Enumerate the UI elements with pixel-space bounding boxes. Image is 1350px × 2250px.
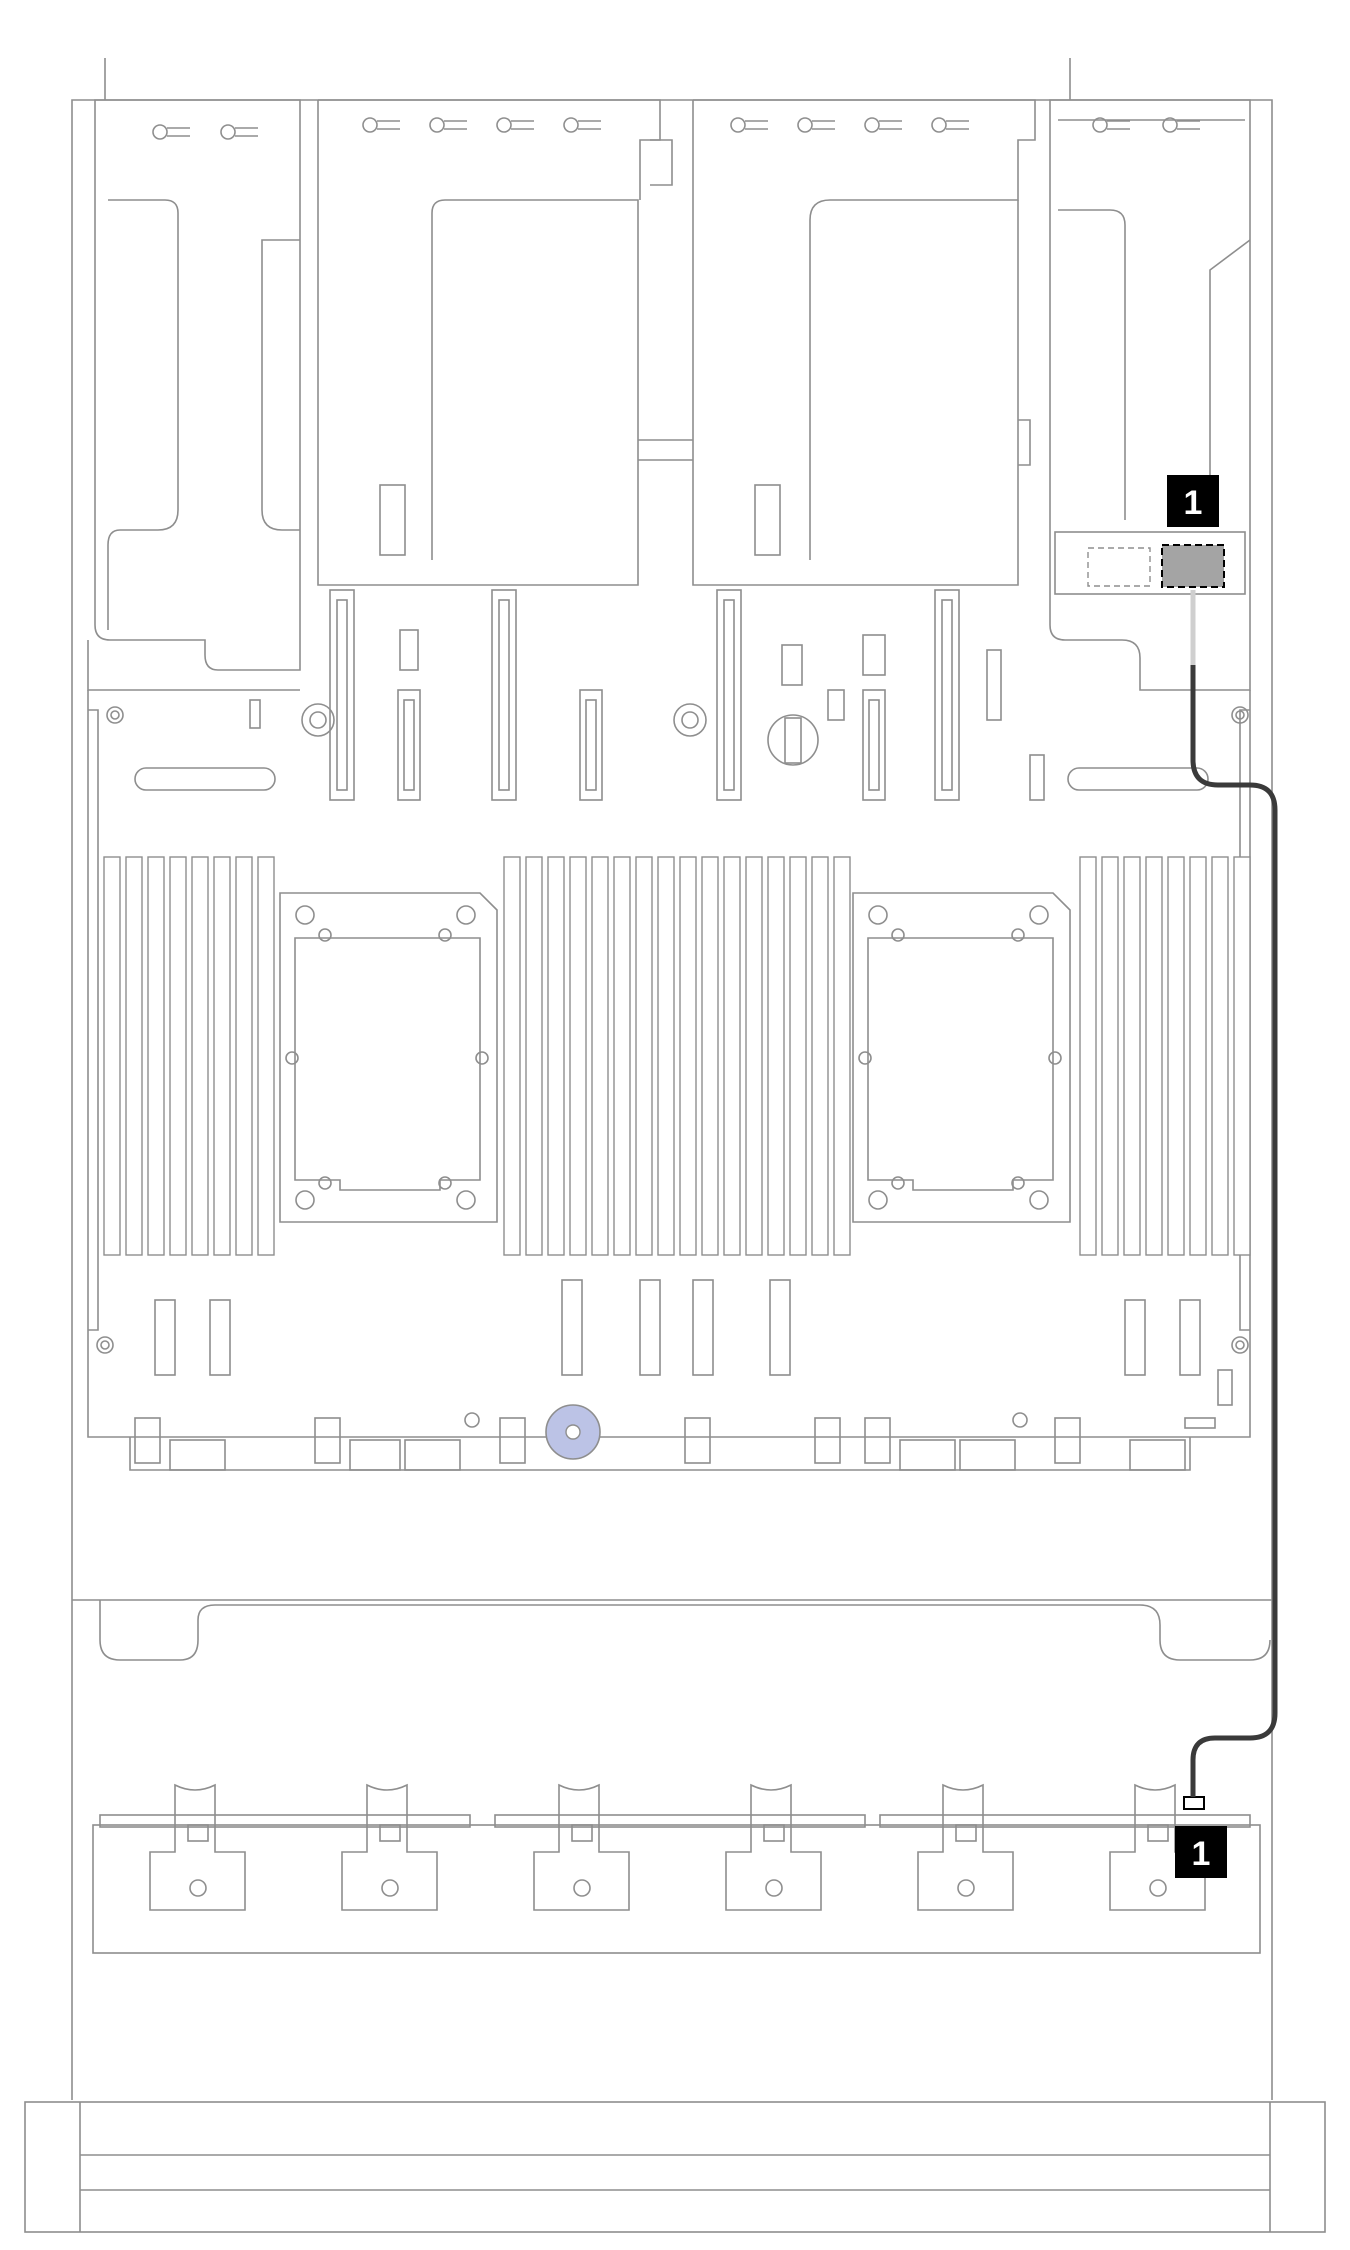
callout-riser-connector: 1 xyxy=(1167,475,1219,527)
callout-label: 1 xyxy=(1184,484,1203,522)
board-screw-icon xyxy=(96,703,1249,1428)
fan-module xyxy=(149,1783,246,1911)
center-left-riser-card xyxy=(317,99,673,586)
processor-socket-1 xyxy=(279,892,498,1223)
board-lower-connectors xyxy=(134,1279,1233,1471)
pcie-slot-connectors xyxy=(249,589,1045,801)
chassis-outline xyxy=(24,58,1326,2233)
riser-cable-connector xyxy=(1161,544,1225,588)
fan-module xyxy=(917,1783,1014,1911)
dimm-slots-center xyxy=(503,856,851,1256)
board-header xyxy=(134,767,276,791)
riser-slot-connector-empty xyxy=(1087,547,1151,587)
fan-module xyxy=(341,1783,438,1911)
signal-cable xyxy=(1190,590,1278,1797)
callout-label: 1 xyxy=(1192,1835,1211,1873)
dimm-slots-left xyxy=(103,856,275,1256)
board-header xyxy=(1067,767,1209,791)
board-screw-icon xyxy=(545,1404,601,1460)
callout-backplane-connector: 1 xyxy=(1175,1826,1227,1878)
fan-module xyxy=(533,1783,630,1911)
processor-socket-2 xyxy=(852,892,1071,1223)
center-right-riser-card xyxy=(638,99,1036,586)
fan-cage-divider xyxy=(72,1599,1272,1661)
system-board xyxy=(87,589,1251,1471)
left-riser-card xyxy=(87,99,301,691)
riser-latch-icon xyxy=(152,124,258,140)
backplane-cable-connector xyxy=(1183,1796,1205,1810)
right-riser-card xyxy=(1049,99,1251,691)
drive-backplane xyxy=(92,1783,1261,1954)
riser-latch-icon xyxy=(362,117,601,133)
riser-latch-icon xyxy=(730,117,969,133)
cmos-battery xyxy=(767,689,845,766)
fan-module xyxy=(1109,1783,1206,1911)
riser-latch-icon xyxy=(1092,117,1200,133)
fan-module xyxy=(725,1783,822,1911)
dimm-slots-right xyxy=(1079,856,1251,1256)
